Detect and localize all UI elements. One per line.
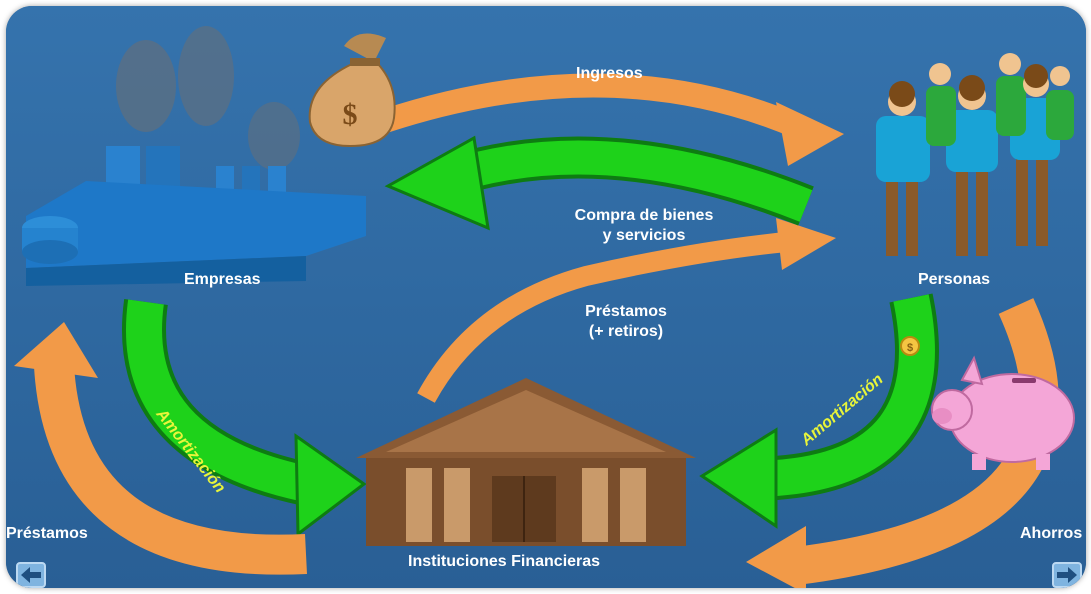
- prestamos-retiros-line2: (+ retiros): [588, 323, 664, 340]
- factory-icon: [22, 26, 366, 286]
- empresas-label: Empresas: [184, 271, 261, 288]
- prestamos-retiros-line1: Préstamos: [585, 303, 667, 320]
- ingresos-arrow: [372, 73, 844, 166]
- bank-icon: [356, 378, 696, 546]
- prestamos-left-arrow: [14, 322, 307, 575]
- money-bag-icon: $: [308, 33, 396, 148]
- instituciones-label: Instituciones Financieras: [408, 553, 601, 570]
- next-arrow-button[interactable]: [1052, 562, 1082, 588]
- money-bag-symbol: $: [343, 98, 358, 131]
- compra-label-line1: Compra de bienes: [574, 207, 714, 224]
- compra-label-line2: y servicios: [602, 227, 686, 244]
- coin-icon: $: [900, 336, 920, 356]
- arrow-left-icon: [16, 562, 46, 588]
- ahorros-label: Ahorros: [1020, 525, 1083, 542]
- personas-label: Personas: [918, 271, 991, 288]
- ahorros-arrow: [746, 298, 1059, 588]
- prestamos-retiros-label: Préstamos (+ retiros): [568, 302, 684, 342]
- amortizacion-left-arrow: [122, 298, 367, 537]
- coin-symbol: $: [907, 342, 913, 354]
- prestamos-left-label: Préstamos: [6, 525, 88, 542]
- ingresos-label: Ingresos: [576, 65, 643, 82]
- piggy-bank-icon: [931, 355, 1075, 470]
- people-icon: [876, 53, 1074, 256]
- compra-arrow: [384, 135, 814, 231]
- prev-arrow-button[interactable]: [16, 562, 46, 588]
- prestamos-retiros-arrow: [417, 218, 836, 403]
- diagram-canvas: $: [6, 6, 1086, 588]
- compra-label: Compra de bienes y servicios: [564, 206, 724, 246]
- arrow-right-icon: [1052, 562, 1082, 588]
- diagram-graphics: $: [6, 6, 1086, 588]
